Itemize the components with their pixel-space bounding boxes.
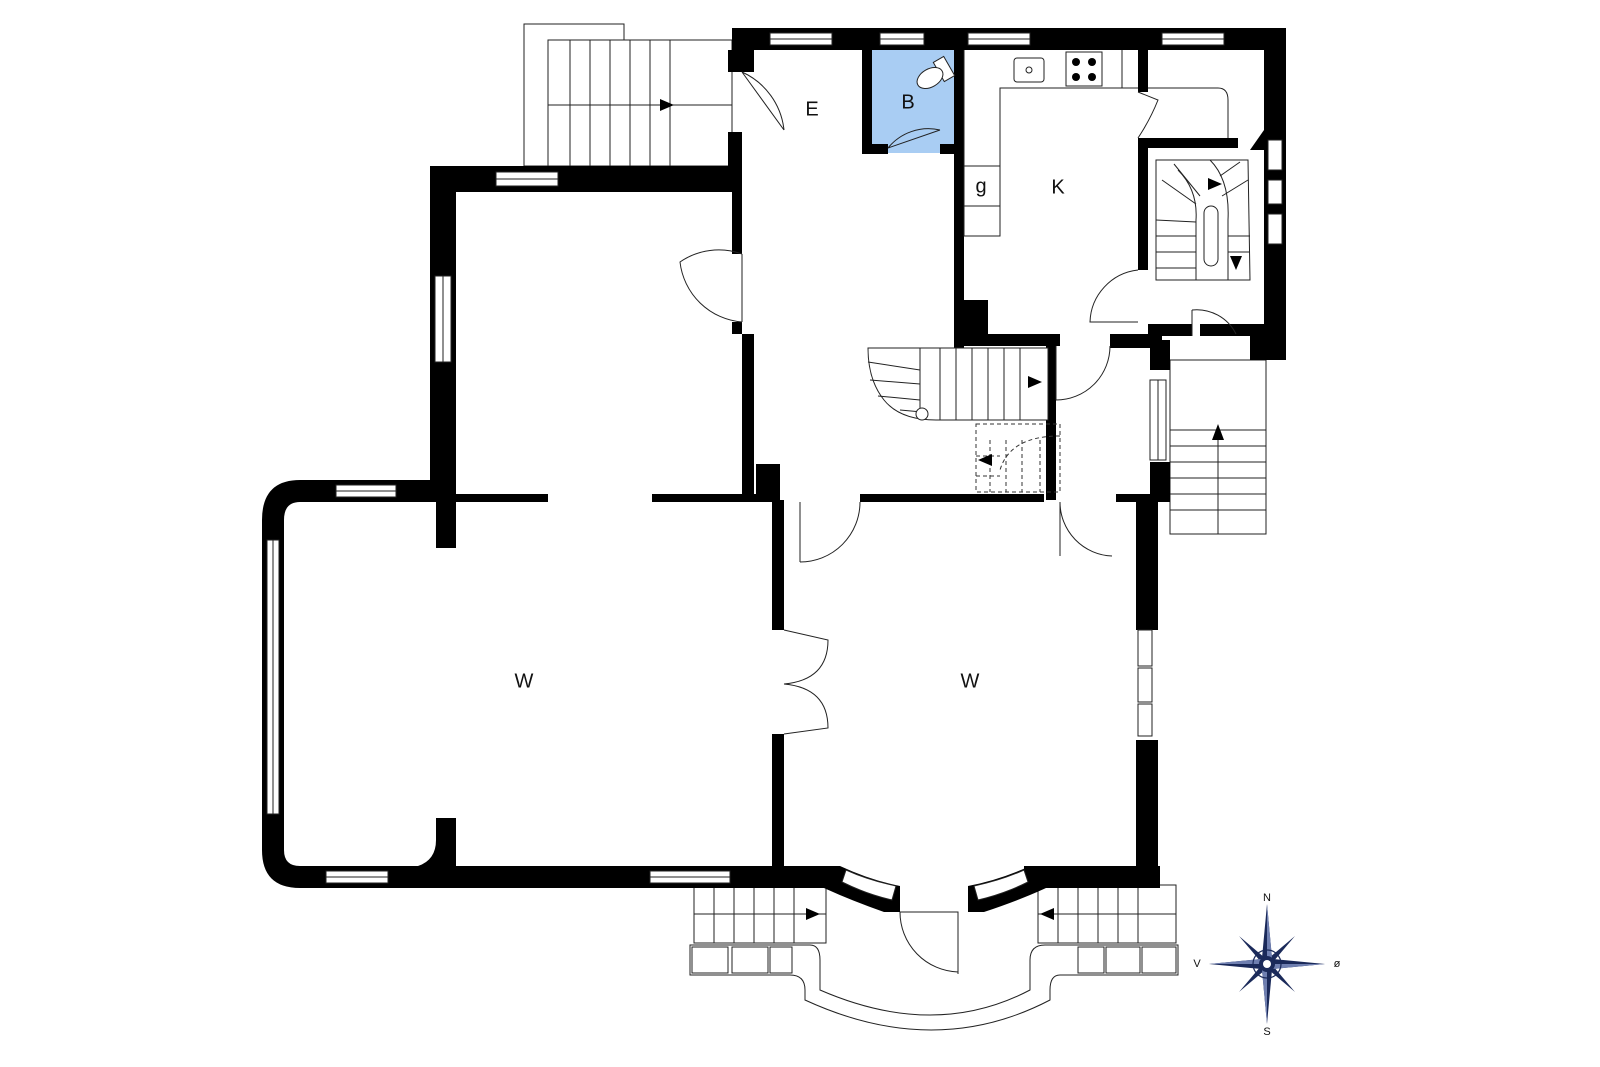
compass-rose-icon: N S V ø — [1193, 892, 1340, 1038]
stove-icon — [1065, 51, 1103, 87]
walls — [262, 28, 1286, 912]
stair-arrow-icon — [660, 99, 674, 111]
south-west-steps — [693, 884, 827, 944]
kitchen-counter — [963, 50, 1229, 237]
stair-arrow-icon — [1208, 178, 1222, 190]
room-label-kitchen: K — [1051, 176, 1065, 198]
windows — [266, 32, 1283, 901]
doors — [679, 71, 1237, 974]
south-terrace — [689, 944, 1179, 1031]
basement-stairs — [975, 423, 1061, 493]
room-label-entrance: E — [805, 98, 818, 120]
room-label-wardrobe: g — [975, 175, 986, 197]
room-label-living-right: W — [961, 670, 980, 692]
stair-arrow-icon — [1212, 424, 1224, 440]
room-label-bathroom: B — [901, 91, 914, 113]
compass-west-label: V — [1193, 958, 1201, 970]
rear-spiral-stairs — [1155, 159, 1251, 281]
stair-arrow-icon — [1028, 376, 1042, 388]
stair-arrow-icon — [1230, 256, 1242, 270]
compass-south-label: S — [1263, 1026, 1270, 1038]
east-entry-steps — [1169, 359, 1267, 535]
room-label-living-left: W — [515, 670, 534, 692]
compass-north-label: N — [1263, 892, 1271, 904]
south-east-steps — [1037, 884, 1177, 944]
stair-arrow-icon — [978, 454, 992, 466]
compass-east-label: ø — [1334, 958, 1341, 970]
sink-icon — [1013, 57, 1045, 83]
stair-arrow-icon — [806, 908, 820, 920]
central-staircase — [867, 347, 1049, 421]
toilet-icon — [916, 55, 956, 89]
stair-arrow-icon — [1040, 908, 1054, 920]
north-entry-steps — [523, 23, 733, 167]
